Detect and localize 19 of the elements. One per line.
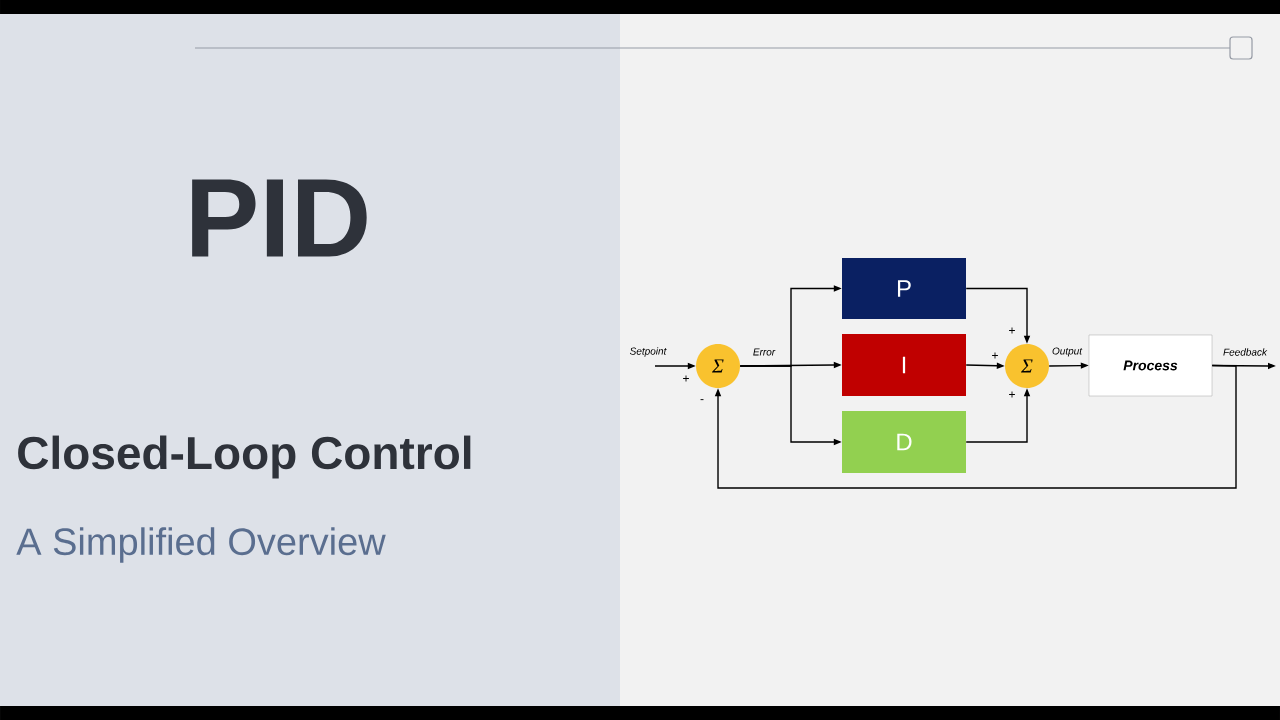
process-box: Process	[1088, 334, 1213, 397]
tagline: A Simplified Overview	[16, 527, 386, 563]
summing-junction: Σ	[696, 344, 740, 388]
edge-label: Feedback	[1223, 348, 1268, 356]
summing-junction: Σ	[1005, 344, 1049, 388]
title: PID	[192, 179, 367, 257]
block-box: I	[842, 334, 966, 396]
sign-label: +	[1009, 327, 1015, 334]
sign-label: +	[683, 375, 689, 382]
sign-label: +	[1009, 391, 1015, 398]
block-box: D	[842, 411, 966, 473]
subtitle: Closed-Loop Control	[18, 435, 471, 479]
arrow	[714, 364, 1237, 489]
edge-label: Output	[1052, 347, 1083, 357]
sign-label: +	[992, 352, 998, 359]
sign-label: -	[700, 399, 704, 401]
edge-label: Error	[753, 348, 776, 356]
edge-label: Setpoint	[629, 347, 667, 357]
block-box: P	[842, 258, 966, 319]
